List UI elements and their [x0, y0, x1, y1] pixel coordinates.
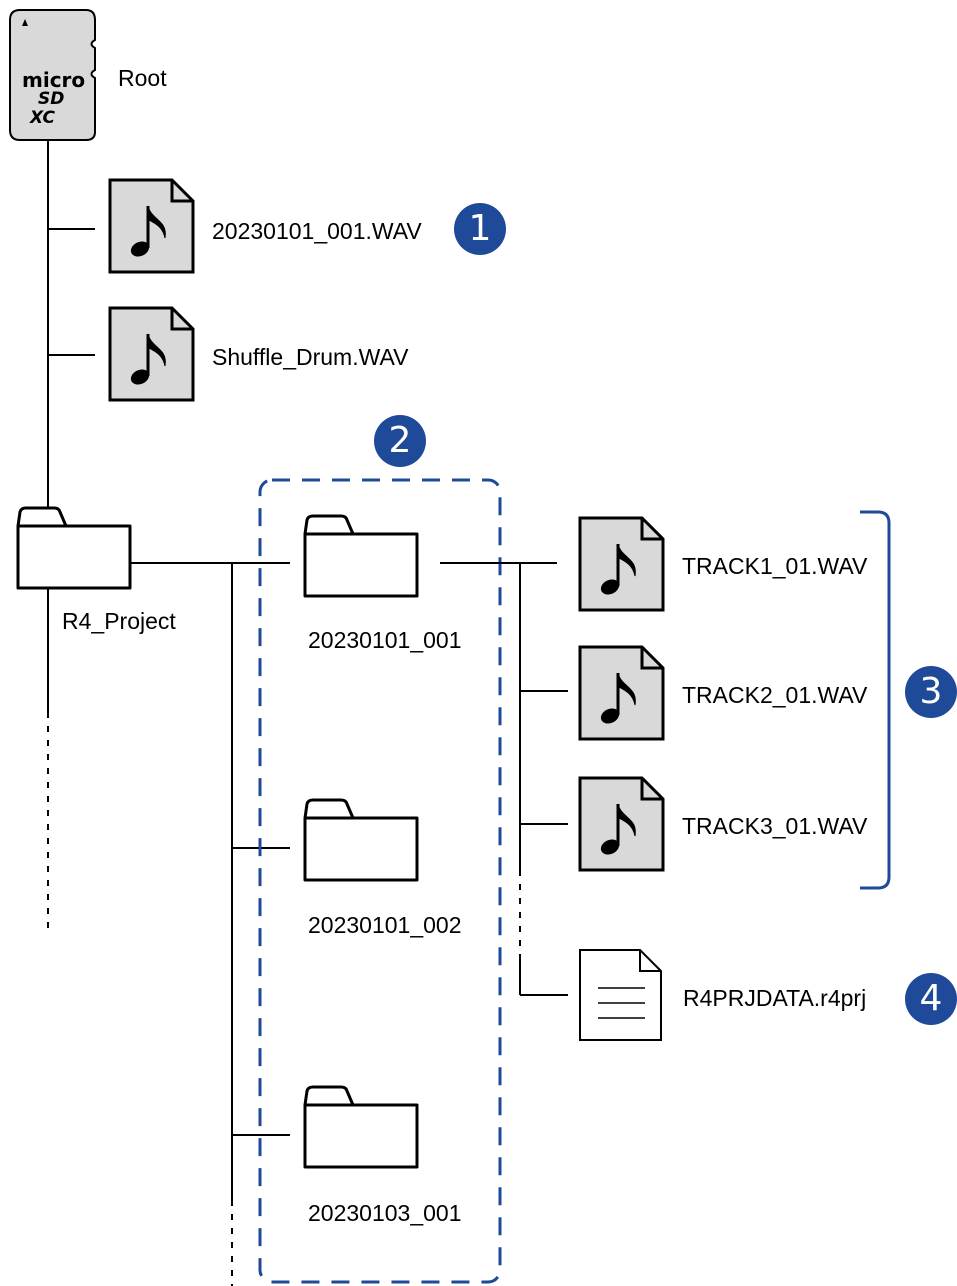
folder-icon: [303, 798, 419, 882]
audio-file-icon: [578, 516, 665, 612]
audio-file-icon: [578, 645, 665, 741]
folder-icon: [303, 514, 419, 598]
audio-file-icon: [108, 178, 195, 274]
callout-badge-1: 1: [454, 203, 506, 255]
track-file-name: TRACK3_01.WAV: [682, 813, 868, 839]
root-label: Root: [118, 65, 167, 91]
subfolder-name: 20230101_001: [308, 627, 462, 653]
root-file-name: 20230101_001.WAV: [212, 218, 422, 244]
svg-text:XC: XC: [29, 108, 56, 128]
svg-text:micro: micro: [22, 68, 85, 92]
svg-text:SD: SD: [38, 89, 64, 109]
subfolder-name: 20230101_002: [308, 912, 462, 938]
project-data-file-name: R4PRJDATA.r4prj: [683, 985, 867, 1011]
audio-file-icon: [108, 306, 195, 402]
tracks-bracket: [860, 510, 891, 890]
root-file-name: Shuffle_Drum.WAV: [212, 344, 409, 370]
callout-badge-3: 3: [905, 666, 957, 718]
document-file-icon: [579, 949, 662, 1041]
sd-card-icon: micro SD XC: [9, 9, 96, 141]
subfolder-name: 20230103_001: [308, 1200, 462, 1226]
folder-icon: [303, 1085, 419, 1169]
folder-icon: [16, 506, 132, 590]
track-file-name: TRACK2_01.WAV: [682, 682, 868, 708]
audio-file-icon: [578, 776, 665, 872]
callout-badge-4: 4: [905, 973, 957, 1025]
callout-badge-2: 2: [374, 415, 426, 467]
subfolder-highlight-box: [258, 478, 502, 1284]
track-file-name: TRACK1_01.WAV: [682, 553, 868, 579]
project-folder-name: R4_Project: [62, 608, 176, 634]
